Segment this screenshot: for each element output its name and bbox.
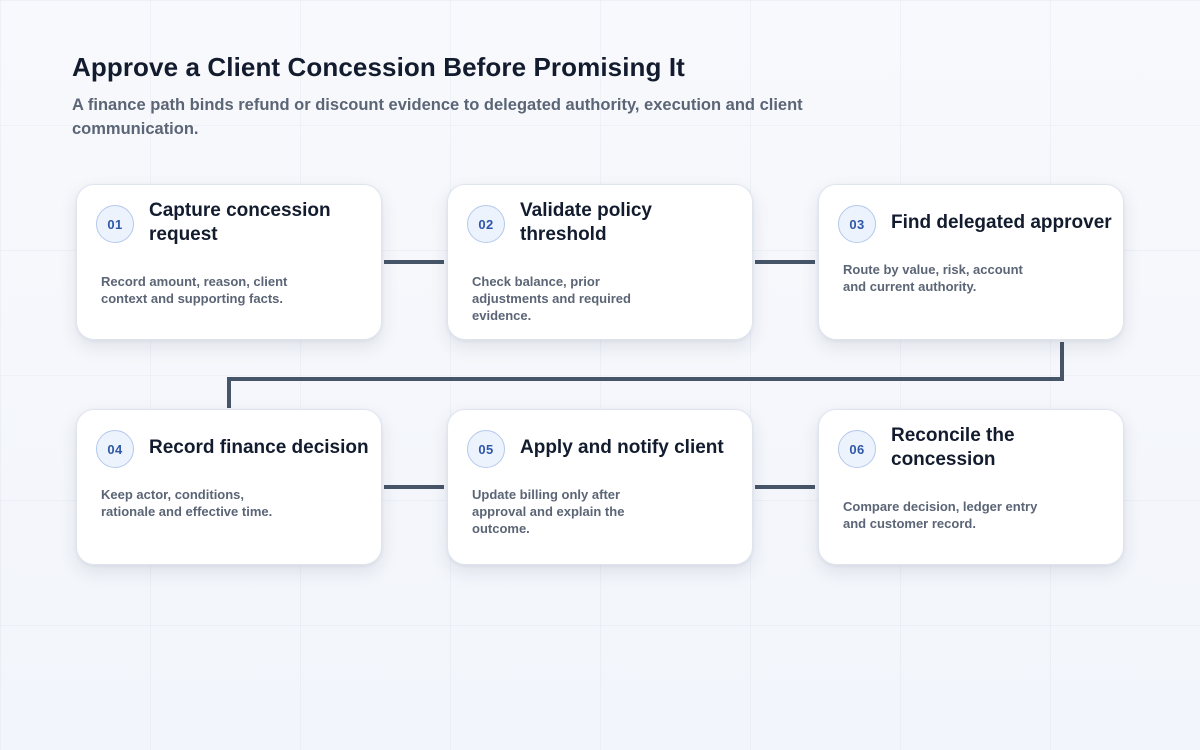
step-title: Reconcile the concession <box>891 425 1015 470</box>
step-title: Capture concession request <box>149 200 331 245</box>
step-description: Route by value, risk, account and curren… <box>843 262 1023 294</box>
step-card-03: 03 Find delegated approver Route by valu… <box>818 184 1124 340</box>
step-title: Validate policy threshold <box>520 200 652 245</box>
step-card-06: 06 Reconcile the concession Compare deci… <box>818 409 1124 565</box>
step-number-badge: 03 <box>838 205 876 243</box>
step-number-badge: 02 <box>467 205 505 243</box>
step-card-05: 05 Apply and notify client Update billin… <box>447 409 753 565</box>
step-title: Record finance decision <box>149 437 369 458</box>
step-card-02: 02 Validate policy threshold Check balan… <box>447 184 753 340</box>
step-description: Check balance, prior adjustments and req… <box>472 274 631 323</box>
step-number-badge: 06 <box>838 430 876 468</box>
page-title: Approve a Client Concession Before Promi… <box>72 52 685 82</box>
step-description: Update billing only after approval and e… <box>472 487 625 536</box>
step-card-04: 04 Record finance decision Keep actor, c… <box>76 409 382 565</box>
step-number-badge: 05 <box>467 430 505 468</box>
step-title: Find delegated approver <box>891 212 1112 233</box>
page-subtitle: A finance path binds refund or discount … <box>72 96 803 138</box>
step-card-01: 01 Capture concession request Record amo… <box>76 184 382 340</box>
step-number-badge: 01 <box>96 205 134 243</box>
step-title: Apply and notify client <box>520 437 724 458</box>
connector-03-04 <box>227 342 1064 408</box>
step-description: Compare decision, ledger entry and custo… <box>843 499 1038 531</box>
step-description: Keep actor, conditions, rationale and ef… <box>101 487 273 519</box>
step-description: Record amount, reason, client context an… <box>101 274 288 306</box>
step-number-badge: 04 <box>96 430 134 468</box>
